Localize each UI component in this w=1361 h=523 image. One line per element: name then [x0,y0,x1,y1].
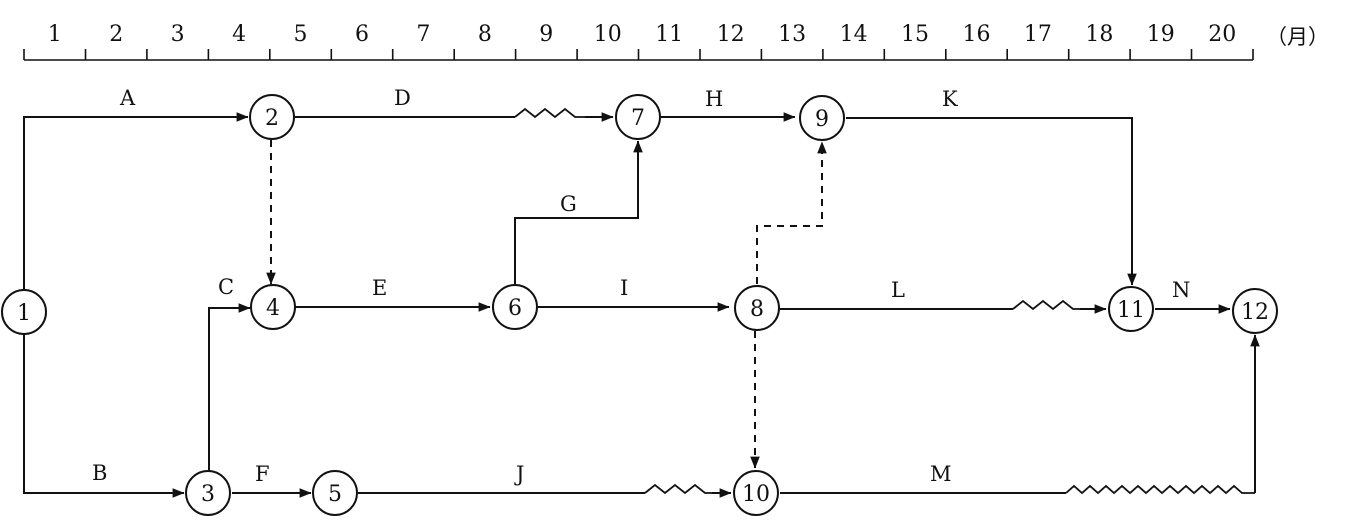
node-11: 11 [1108,286,1154,332]
activity-label-n: N [1172,278,1190,302]
time-axis-month-label: 18 [1085,22,1113,47]
node-9: 9 [799,95,845,141]
activity-d-free-float-wave [514,107,585,119]
node-8: 8 [734,285,780,331]
time-axis-month-label: 14 [840,22,868,47]
time-axis-month-label: 3 [171,22,185,47]
event-nodes: 1 2 3 4 5 6 7 8 [1,94,1278,516]
time-axis-month-label: 12 [717,22,745,47]
time-axis-month-label: 2 [109,22,123,47]
activity-label-l: L [891,278,905,302]
node-5: 5 [312,470,358,516]
activity-label-f: F [255,462,270,486]
node-10: 10 [733,470,779,516]
time-axis-month-label: 16 [963,22,991,47]
activity-label-d: D [394,86,411,110]
time-axis-month-label: 19 [1147,22,1175,47]
node-2: 2 [249,94,295,140]
time-axis-month-label: 15 [901,22,929,47]
time-axis-month-label: 1 [48,22,62,47]
activity-c-arrow [208,303,251,471]
node-8-label: 8 [750,297,764,322]
activity-label-i: I [620,276,628,300]
node-12-label: 12 [1241,300,1269,325]
activity-label-h: H [705,87,723,111]
time-axis-ticks [23,49,1254,60]
node-7: 7 [615,94,661,140]
node-12: 12 [1232,288,1278,334]
time-axis-month-label: 20 [1208,22,1236,47]
time-axis-month-label: 4 [232,22,246,47]
time-axis-month-label: 10 [594,22,622,47]
activity-a-arrow [23,112,249,290]
time-axis-month-label: 7 [416,22,430,47]
node-4-label: 4 [266,296,280,321]
activity-labels: A B C D E F G H I J K L M N [92,86,1190,486]
node-7-label: 7 [631,106,645,131]
node-3-label: 3 [201,482,215,507]
activity-label-k: K [942,87,958,111]
activity-label-e: E [372,276,387,300]
activity-m-free-float-wave [1065,484,1255,495]
activity-label-g: G [560,192,577,216]
time-axis-month-label: 17 [1024,22,1052,47]
time-axis-month-label: 6 [355,22,369,47]
time-axis-month-label: 5 [294,22,308,47]
node-11-label: 11 [1117,298,1145,323]
activity-label-c: C [218,275,234,299]
activity-label-m: M [930,462,952,486]
activity-j-free-float-wave [644,483,712,495]
node-3: 3 [185,470,231,516]
node-10-label: 10 [742,482,770,507]
activity-l-free-float-wave [1012,299,1080,311]
node-9-label: 9 [815,107,829,132]
activity-k-arrow [846,117,1137,286]
activity-label-j: J [514,462,524,486]
node-5-label: 5 [328,482,342,507]
time-axis-month-label: 8 [478,22,492,47]
node-6-label: 6 [508,296,522,321]
node-4: 4 [250,284,296,330]
activity-edges [23,107,1260,498]
activity-g-arrow [514,140,643,284]
node-1: 1 [1,289,47,335]
time-axis-month-label: 13 [778,22,806,47]
time-axis-unit-label: （月） [1266,25,1329,49]
activity-label-b: B [92,461,107,485]
activity-label-a: A [119,86,136,110]
node-6: 6 [492,284,538,330]
node-1-label: 1 [17,301,31,326]
time-axis-month-label: 9 [539,22,553,47]
activity-b-arrow [23,334,185,498]
node-2-label: 2 [265,106,279,131]
time-axis-month-label: 11 [655,22,683,47]
dummy-activity-8-9-arrow [756,141,827,284]
